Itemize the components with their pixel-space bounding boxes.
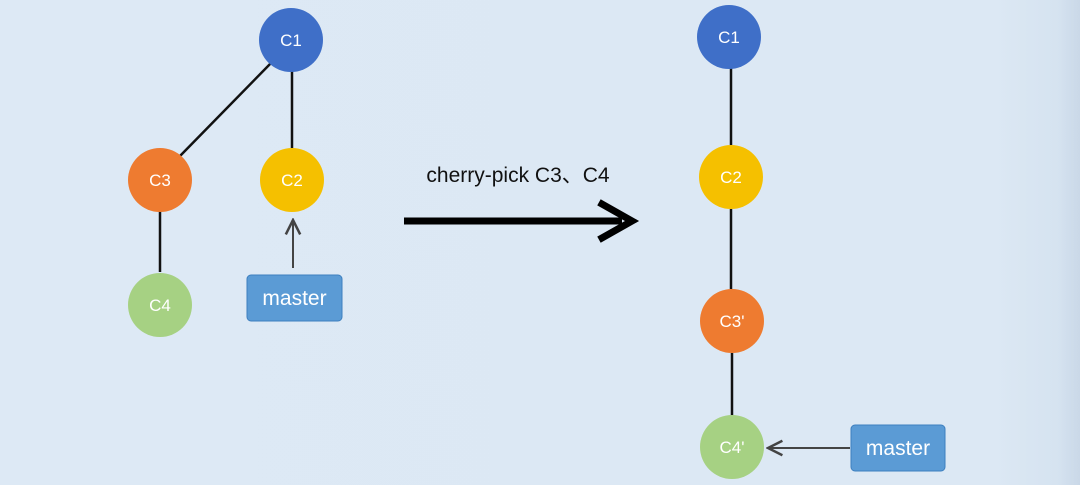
commit-c4-label: C4 — [149, 296, 171, 315]
branch-master-before[interactable]: master — [246, 274, 343, 322]
commit-after-c1[interactable]: C1 — [697, 5, 761, 69]
after-graph: C1 C2 C3' C4' master — [697, 5, 946, 479]
commit-c3[interactable]: C3 — [128, 148, 192, 212]
commit-c3-label: C3 — [149, 171, 171, 190]
commit-after-c4p-label: C4' — [720, 438, 745, 457]
commit-c3-circle — [128, 148, 192, 212]
edge-c1-c3 — [179, 61, 273, 157]
commit-c1-label: C1 — [280, 31, 302, 50]
branch-master-before-box — [246, 274, 343, 322]
commit-c2-circle — [260, 148, 324, 212]
commit-after-c2-circle — [699, 145, 763, 209]
commit-after-c1-circle — [697, 5, 761, 69]
commit-c2[interactable]: C2 — [260, 148, 324, 212]
commit-c4-circle — [128, 273, 192, 337]
branch-master-after[interactable]: master — [850, 424, 946, 472]
commit-after-c3p-circle — [700, 289, 764, 353]
commit-after-c2-label: C2 — [720, 168, 742, 187]
operation: cherry-pick C3、C4 — [404, 164, 640, 243]
before-graph: C1 C2 C3 C4 master — [128, 8, 343, 337]
commit-after-c4p[interactable]: C4' — [700, 415, 764, 479]
commit-after-c1-label: C1 — [718, 28, 740, 47]
commit-after-c3p-label: C3' — [720, 312, 745, 331]
branch-master-before-label: master — [262, 287, 326, 310]
commit-after-c3p[interactable]: C3' — [700, 289, 764, 353]
commit-c2-label: C2 — [281, 171, 303, 190]
operation-arrow-head — [597, 199, 640, 243]
branch-master-after-box — [850, 424, 946, 472]
commit-after-c4p-circle — [700, 415, 764, 479]
commit-c1[interactable]: C1 — [259, 8, 323, 72]
branch-master-after-label: master — [866, 437, 930, 460]
commit-c1-circle — [259, 8, 323, 72]
operation-caption: cherry-pick C3、C4 — [426, 164, 610, 187]
commit-after-c2[interactable]: C2 — [699, 145, 763, 209]
commit-c4[interactable]: C4 — [128, 273, 192, 337]
right-edge-shade — [1058, 0, 1080, 485]
